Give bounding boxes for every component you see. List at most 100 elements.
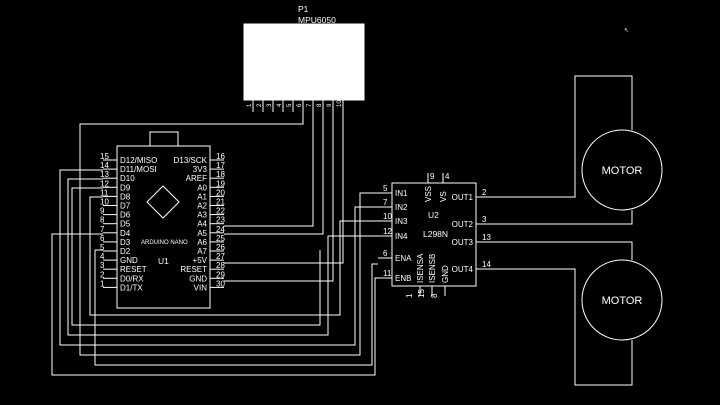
- nano-left-pin-number: 8: [100, 216, 105, 225]
- nano-right-pin-number: 29: [216, 270, 225, 279]
- driver-left-pin-name: IN3: [395, 217, 408, 226]
- nano-right-pin-number: 30: [216, 279, 225, 288]
- nano-right-pin-number: 16: [216, 152, 225, 161]
- nano-left-pin-name: RESET: [120, 265, 147, 274]
- driver-left-pin-name: IN1: [395, 189, 408, 198]
- nano-right-pin-number: 17: [216, 161, 225, 170]
- nano-right-pin-name: GND: [189, 274, 207, 283]
- nano-right-pin-number: 22: [216, 207, 225, 216]
- mpu-pin-number: 5: [287, 103, 293, 107]
- nano-right-pin-number: 26: [216, 243, 225, 252]
- mpu-pin-number: 4: [277, 103, 283, 107]
- driver-bottom-pin-name: GND: [441, 265, 450, 283]
- nano-right-pin-name: AREF: [186, 174, 207, 183]
- nano-ref: U1: [158, 256, 169, 266]
- driver-left-pin-number: 11: [383, 269, 392, 278]
- nano-left-pin-name: D1/TX: [120, 283, 143, 292]
- motor-2-label: MOTOR: [602, 295, 643, 307]
- nano-right-pin-name: 3V3: [193, 165, 208, 174]
- wiring: [51, 75, 633, 386]
- nano-name: ARDUINO NANO: [141, 240, 188, 246]
- driver-right-pin-name: OUT4: [452, 265, 474, 274]
- wire-mpu-5v: [224, 110, 344, 264]
- nano-left-pin-number: 7: [100, 225, 105, 234]
- driver-right-pin-name: OUT2: [452, 220, 474, 229]
- nano-left-pin-name: D5: [120, 220, 131, 229]
- mpu-pin-number: 1: [247, 103, 253, 107]
- driver-right-pin-name: OUT3: [452, 238, 474, 247]
- nano-right-pin-name: A3: [197, 211, 207, 220]
- mpu-pin-number: 7: [307, 103, 313, 107]
- nano-right-pin-number: 21: [216, 198, 225, 207]
- nano-left-pin-name: D3: [120, 238, 131, 247]
- nano-right-pin-name: D13/SCK: [174, 156, 208, 165]
- mpu-pin-number: 3: [267, 103, 273, 107]
- wire-mpu9-a5: [224, 110, 324, 235]
- wire-out4-motor2: [490, 268, 633, 386]
- nano-left-pin-number: 15: [100, 152, 109, 161]
- wire-d2-enb: [94, 249, 378, 366]
- nano-right-pin-number: 28: [216, 261, 225, 270]
- nano-left-pin-number: 2: [100, 270, 105, 279]
- driver-right-pin-number: 14: [482, 260, 491, 269]
- nano-usb-connector: [149, 131, 179, 147]
- driver-right-pin-number: 13: [482, 233, 491, 242]
- wire-d8-in3: [89, 196, 378, 316]
- mpu-pin-number: 2: [257, 103, 263, 107]
- nano-right-pin-name: VIN: [194, 283, 208, 292]
- nano-right-pin-number: 19: [216, 179, 225, 188]
- motor-2: MOTOR: [581, 259, 663, 341]
- nano-right-pin-name: RESET: [180, 265, 207, 274]
- mpu-pin-number: 10: [337, 100, 343, 107]
- wire-d11-in2: [59, 169, 378, 346]
- nano-right-pin-number: 24: [216, 225, 225, 234]
- nano-left-pin-number: 14: [100, 161, 109, 170]
- nano-left-pin-name: D7: [120, 202, 131, 211]
- driver-right-pin-number: 3: [482, 215, 487, 224]
- nano-chip-icon: [146, 185, 180, 219]
- wire-d10-in4: [67, 178, 378, 336]
- driver-left-pin-name: IN2: [395, 203, 408, 212]
- nano-left-pin-number: 10: [100, 198, 109, 207]
- wire-mpu7-loop: [79, 110, 378, 356]
- nano-left-pin-name: D10: [120, 174, 135, 183]
- mpu-body: [243, 23, 365, 101]
- nano-left-pin-name: D8: [120, 192, 131, 201]
- nano-right-pin-name: A5: [197, 229, 207, 238]
- motor-1-circle: [581, 129, 663, 211]
- nano-left-pin-number: 1: [100, 279, 105, 288]
- nano-left-pin-number: 9: [100, 207, 105, 216]
- nano-right-pin-name: A1: [197, 192, 207, 201]
- nano-left-pin-name: D2: [120, 247, 131, 256]
- driver-top-pin-name: VS: [439, 191, 448, 202]
- nano-right-pin-name: A7: [197, 247, 207, 256]
- driver-left-pin-name: ENB: [395, 274, 411, 283]
- nano-left-pin-number: 3: [100, 261, 105, 270]
- motor-1-label: MOTOR: [602, 165, 643, 177]
- wire-out3-motor2: [490, 241, 633, 260]
- driver-part: L298N: [423, 229, 448, 239]
- driver-right-pin-name: OUT1: [452, 193, 474, 202]
- nano-left-pin-number: 5: [100, 243, 105, 252]
- mpu-pin-number: 8: [317, 103, 323, 107]
- driver-top-pin-number: 9: [430, 172, 435, 181]
- driver-left-pin-number: 5: [383, 184, 388, 193]
- nano-right-pin-number: 25: [216, 234, 225, 243]
- nano-right-pin-number: 23: [216, 216, 225, 225]
- mpu-pin-number: 6: [297, 103, 303, 107]
- driver-left-pin-number: 7: [383, 198, 388, 207]
- nano-right-pin-name: +5V: [193, 256, 208, 265]
- nano-right-pin-name: A4: [197, 220, 207, 229]
- nano-left-pin-name: D0/RX: [120, 274, 144, 283]
- mpu-pin-number: 9: [327, 103, 333, 107]
- wire-d3-ena: [51, 233, 378, 376]
- driver-bottom-pin-name: ISENSA: [416, 253, 425, 283]
- driver-left-pin-number: 6: [383, 249, 388, 258]
- driver-left-pin-number: 12: [383, 227, 392, 236]
